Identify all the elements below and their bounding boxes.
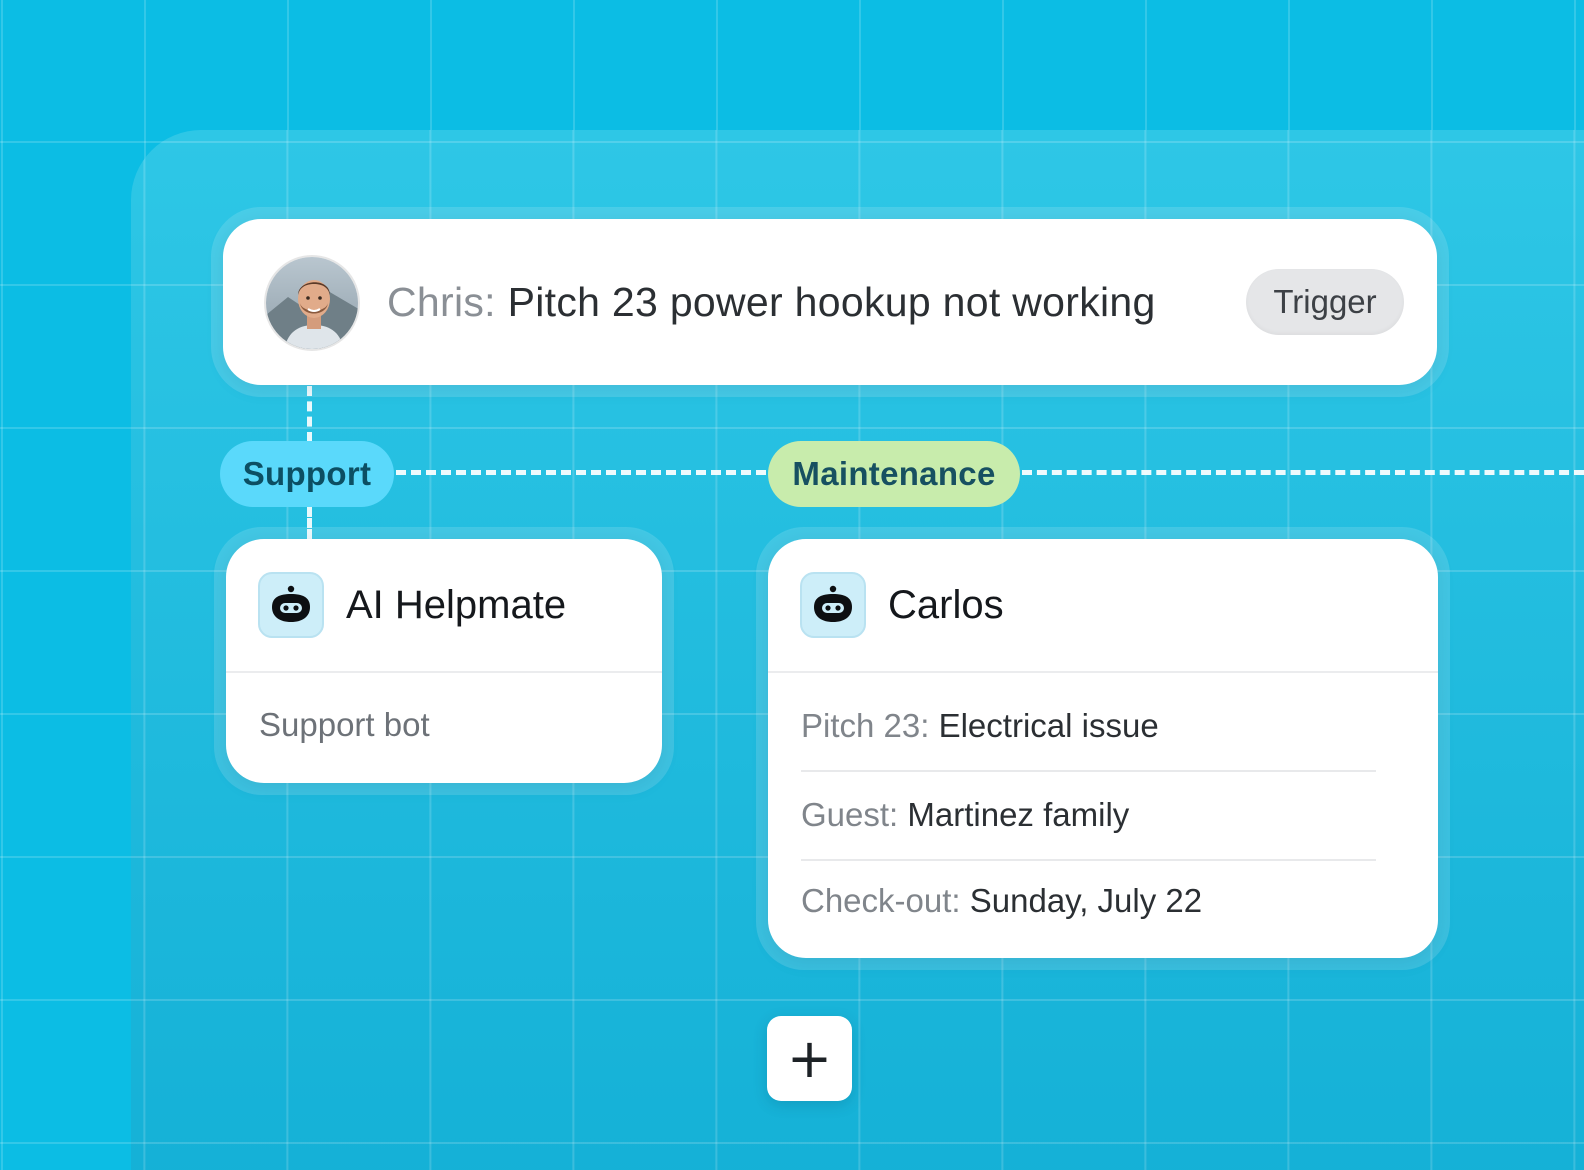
trigger-sender: Chris:	[387, 279, 496, 325]
divider	[801, 859, 1376, 861]
avatar	[264, 255, 360, 351]
detail-row-guest: Guest: Martinez family	[801, 796, 1129, 834]
connector-support-to-card	[307, 507, 312, 539]
detail-value: Sunday, July 22	[969, 882, 1203, 919]
detail-value: Electrical issue	[938, 707, 1159, 744]
bot-icon	[258, 572, 324, 638]
detail-key: Guest:	[801, 796, 899, 833]
agent-name: AI Helpmate	[346, 583, 567, 627]
bot-icon	[800, 572, 866, 638]
carlos-card-header: Carlos	[768, 539, 1438, 673]
connector-trigger-to-support	[307, 386, 312, 442]
detail-value: Martinez family	[907, 796, 1130, 833]
support-tag[interactable]: Support	[220, 441, 394, 507]
agent-description: Support bot	[259, 706, 430, 743]
maintenance-tag[interactable]: Maintenance	[768, 441, 1020, 507]
detail-key: Pitch 23:	[801, 707, 930, 744]
detail-key: Check-out:	[801, 882, 961, 919]
trigger-message: Chris: Pitch 23 power hookup not working	[387, 279, 1156, 326]
plus-icon: +	[786, 1027, 833, 1090]
carlos-card[interactable]: Carlos Pitch 23: Electrical issue Guest:…	[768, 539, 1438, 958]
ai-helpmate-card-header: AI Helpmate	[226, 539, 662, 673]
detail-row-checkout: Check-out: Sunday, July 22	[801, 882, 1202, 920]
trigger-badge[interactable]: Trigger	[1246, 269, 1404, 335]
add-step-button[interactable]: +	[767, 1016, 852, 1101]
detail-row-pitch: Pitch 23: Electrical issue	[801, 707, 1159, 745]
trigger-card[interactable]: Chris: Pitch 23 power hookup not working…	[223, 219, 1437, 385]
trigger-message-text: Pitch 23 power hookup not working	[507, 279, 1156, 325]
connector-support-to-maintenance	[396, 470, 766, 475]
connector-maintenance-right	[1022, 470, 1584, 475]
agent-name: Carlos	[888, 583, 1004, 627]
divider	[801, 770, 1376, 772]
ai-helpmate-card[interactable]: AI Helpmate Support bot	[226, 539, 662, 783]
